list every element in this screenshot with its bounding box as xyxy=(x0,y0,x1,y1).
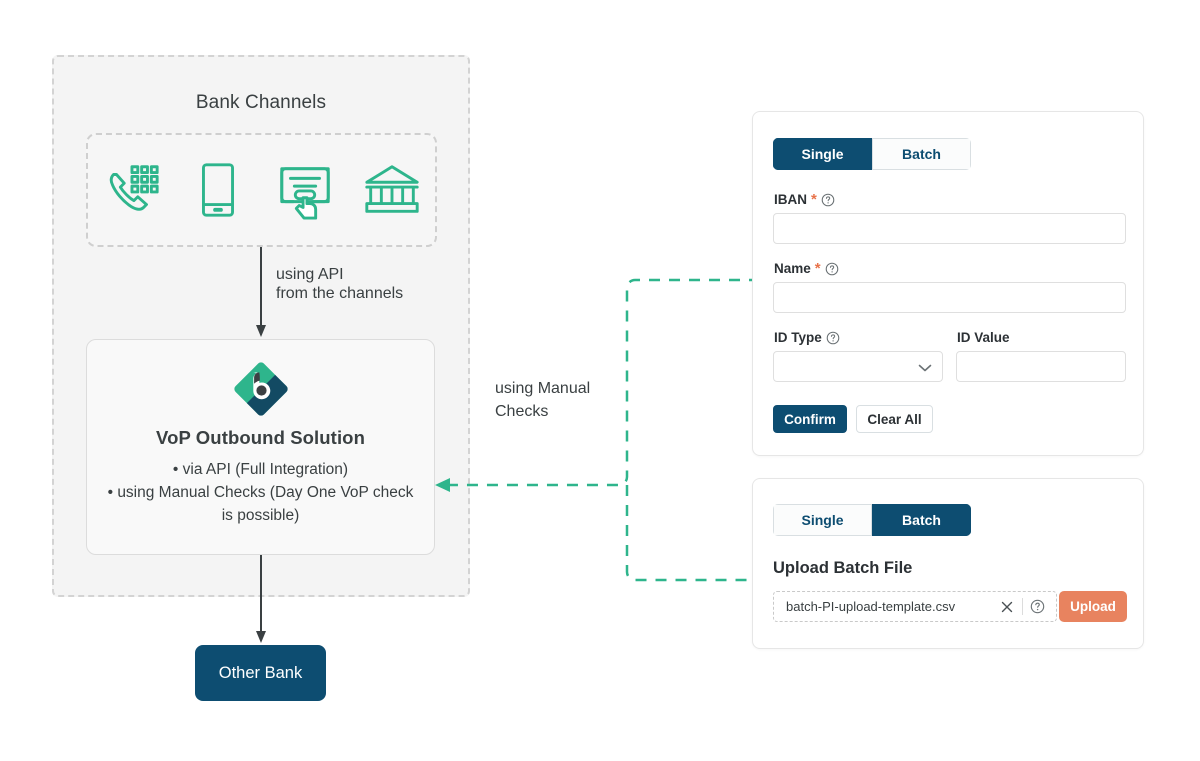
divider xyxy=(1022,598,1023,615)
online-form-click-icon xyxy=(274,159,336,221)
upload-batch-file-heading: Upload Batch File xyxy=(773,559,913,577)
tab-batch[interactable]: Batch xyxy=(872,138,971,170)
id-type-field-label: ID Type xyxy=(774,330,840,345)
clear-all-button[interactable]: Clear All xyxy=(856,405,933,433)
iban-input[interactable] xyxy=(773,213,1126,244)
batch-card-tabs: Single Batch xyxy=(773,504,971,536)
other-bank-flow-arrow xyxy=(256,555,266,643)
channel-icons-group xyxy=(86,133,437,247)
vop-bullet-item: using Manual Checks (Day One VoP check i… xyxy=(87,481,434,527)
required-asterisk: * xyxy=(814,260,821,277)
selected-file-box[interactable]: batch-PI-upload-template.csv xyxy=(773,591,1057,622)
single-check-card: Single Batch IBAN * Name * xyxy=(752,111,1144,456)
chevron-down-icon xyxy=(918,364,932,372)
file-name-text: batch-PI-upload-template.csv xyxy=(786,599,956,614)
close-icon[interactable] xyxy=(999,599,1015,615)
id-type-select[interactable] xyxy=(773,351,943,382)
api-flow-label: using API from the channels xyxy=(276,265,403,303)
help-icon[interactable] xyxy=(825,262,839,276)
iban-label-text: IBAN xyxy=(774,192,807,207)
vop-outbound-solution-box: VoP Outbound Solution via API (Full Inte… xyxy=(86,339,435,555)
manual-checks-connector xyxy=(435,278,760,582)
id-value-field-label: ID Value xyxy=(957,330,1010,345)
confirm-button[interactable]: Confirm xyxy=(773,405,847,433)
bank-channels-title: Bank Channels xyxy=(195,92,327,113)
tab-single[interactable]: Single xyxy=(773,138,872,170)
manual-label-line2: Checks xyxy=(495,403,549,420)
name-field-label: Name * xyxy=(774,261,839,276)
vop-diamond-logo xyxy=(87,361,434,417)
single-card-tabs: Single Batch xyxy=(773,138,971,170)
help-icon[interactable] xyxy=(1030,599,1045,614)
name-input[interactable] xyxy=(773,282,1126,313)
telephone-keypad-icon xyxy=(100,159,162,221)
help-icon[interactable] xyxy=(826,331,840,345)
name-label-text: Name xyxy=(774,261,811,276)
tab-batch[interactable]: Batch xyxy=(872,504,971,536)
tab-single[interactable]: Single xyxy=(773,504,872,536)
upload-button[interactable]: Upload xyxy=(1059,591,1127,622)
batch-upload-card: Single Batch Upload Batch File batch-PI-… xyxy=(752,478,1144,649)
vop-bullet-item: via API (Full Integration) xyxy=(87,458,434,481)
api-label-line1: using API xyxy=(276,266,344,283)
other-bank-label: Other Bank xyxy=(218,663,303,682)
id-type-label-text: ID Type xyxy=(774,330,822,345)
bank-building-icon xyxy=(361,159,423,221)
api-label-line2: from the channels xyxy=(276,285,404,302)
vop-title: VoP Outbound Solution xyxy=(156,427,365,448)
help-icon[interactable] xyxy=(821,193,835,207)
api-flow-arrow xyxy=(256,247,266,337)
id-value-label-text: ID Value xyxy=(957,330,1010,345)
other-bank-box: Other Bank xyxy=(195,645,326,701)
iban-field-label: IBAN * xyxy=(774,192,835,207)
manual-checks-label: using Manual Checks xyxy=(495,377,590,423)
manual-label-line1: using Manual xyxy=(495,380,591,397)
mobile-phone-icon xyxy=(187,159,249,221)
id-value-input[interactable] xyxy=(956,351,1126,382)
required-asterisk: * xyxy=(811,191,817,208)
vop-bullet-list: via API (Full Integration) using Manual … xyxy=(87,458,434,527)
